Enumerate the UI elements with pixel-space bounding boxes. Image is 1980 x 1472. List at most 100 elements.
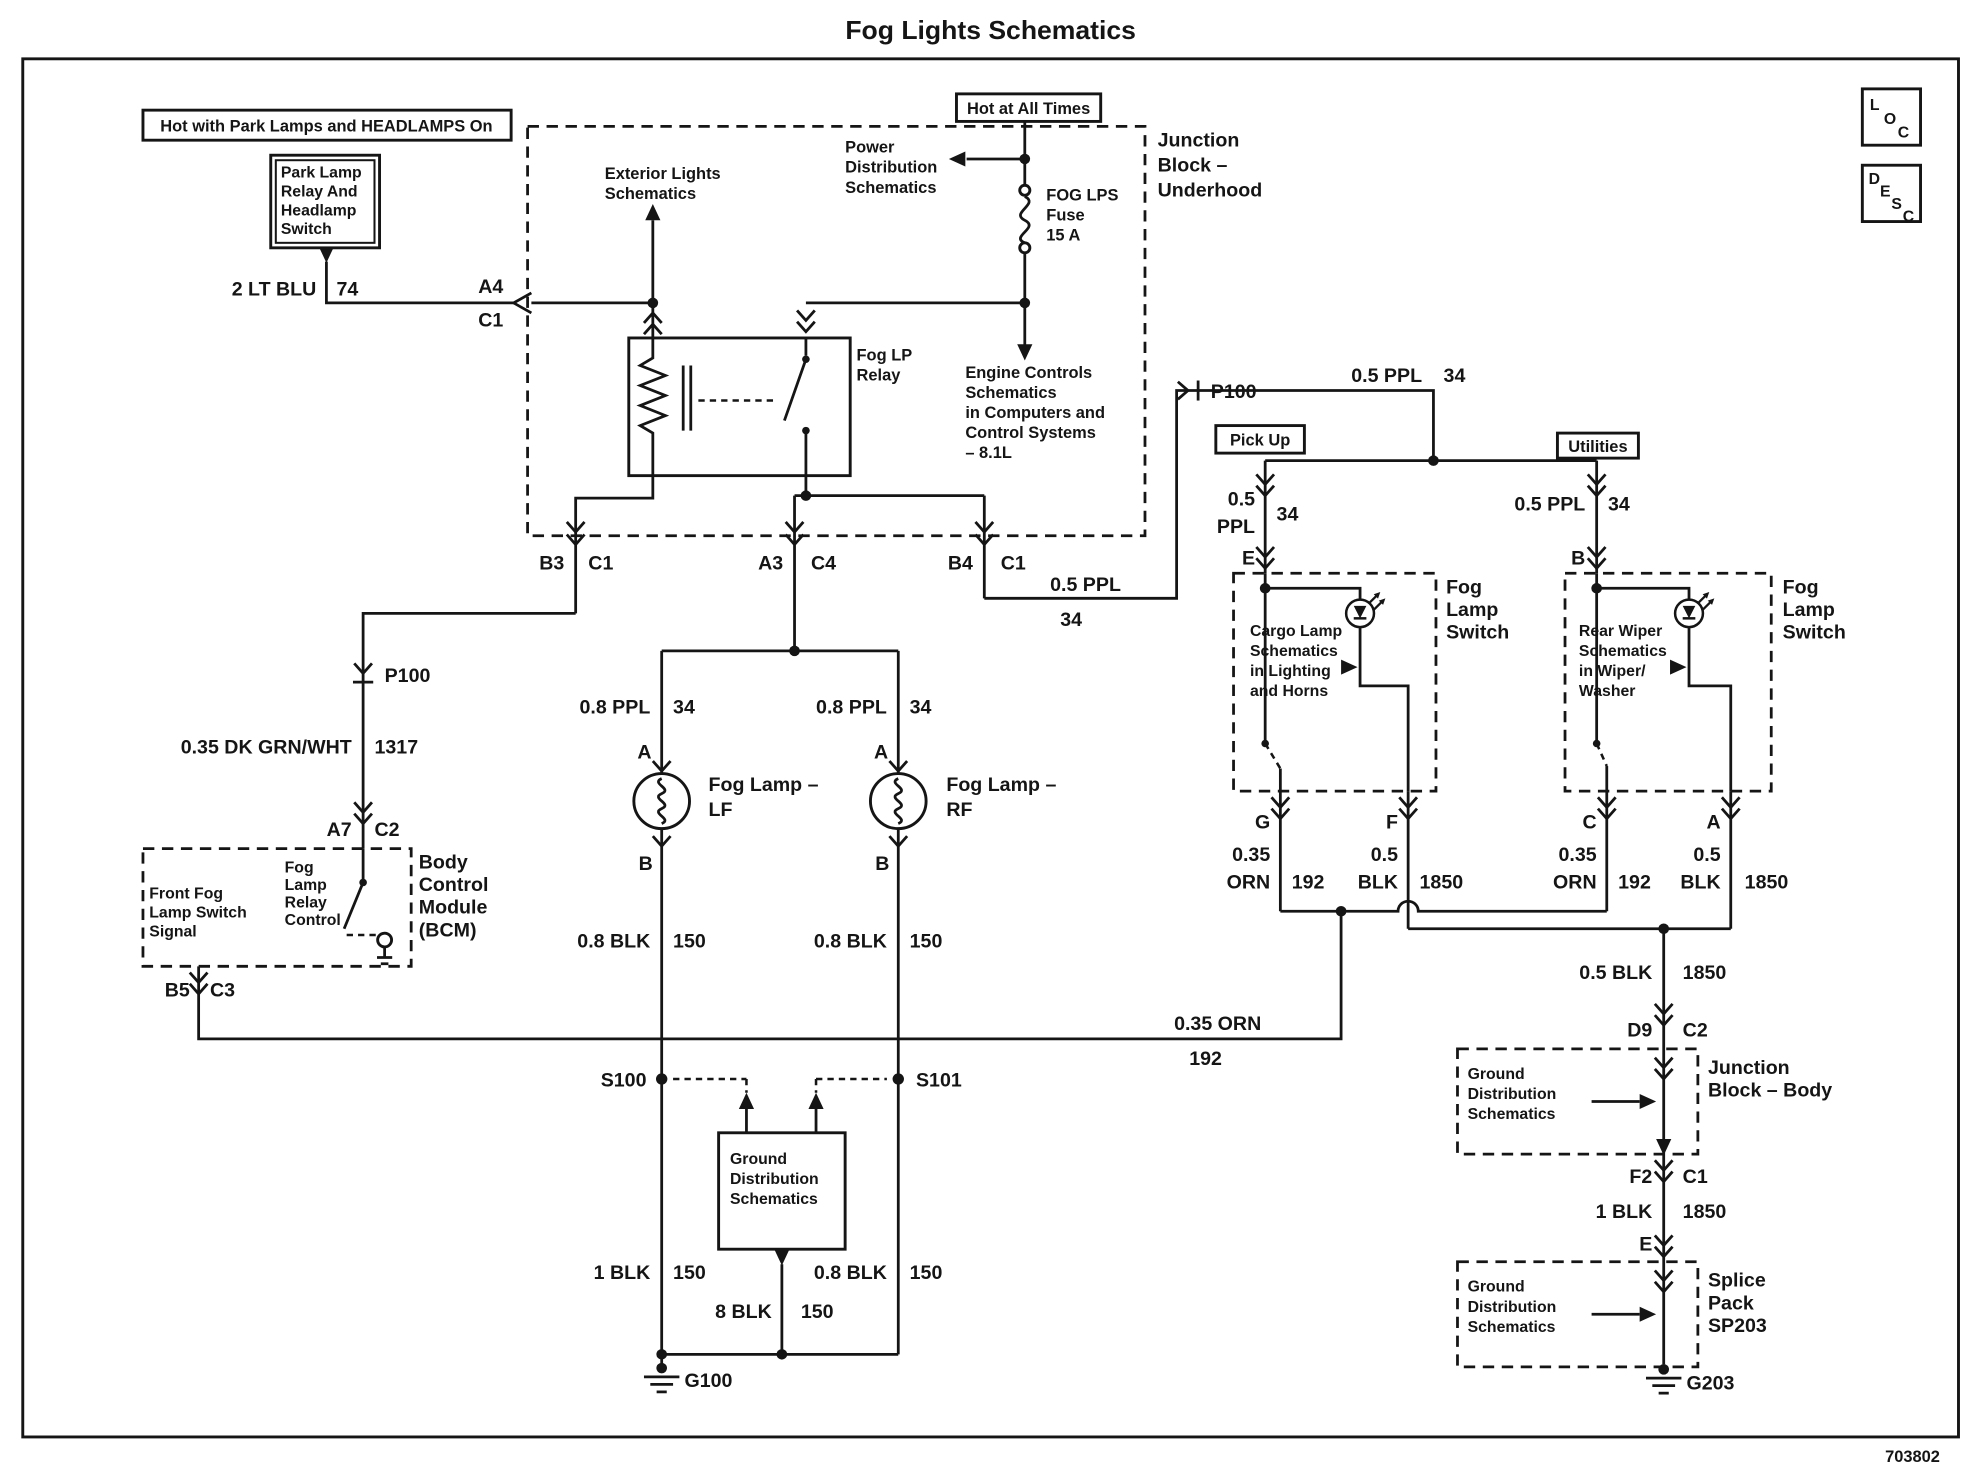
conn-lf-a: A [637, 742, 651, 764]
relay-coil-core-icon [681, 365, 693, 431]
wire-lamp-grounds [660, 828, 900, 1355]
ground-dist-mid-1: Ground [730, 1151, 787, 1168]
wire-blk-d9-ckt: 1850 [1683, 962, 1727, 984]
junction-dot [647, 297, 659, 309]
junction-body-label-1: Junction [1708, 1057, 1790, 1079]
wire-orn-c-label-2: ORN [1553, 872, 1597, 894]
rear-wiper-ref-2: Schematics [1579, 643, 1667, 660]
ground-g100-icon [642, 1361, 681, 1394]
bcm-label-2: Control [419, 874, 489, 896]
wire-ppl-e-label-1: 0.5 [1228, 489, 1255, 511]
right-arrow-icon [1670, 659, 1687, 675]
relay-switch-conn-chevron [795, 309, 817, 322]
wire-orn-long-label: 0.35 ORN [1174, 1013, 1261, 1035]
conn-a3-pin: A3 [758, 553, 783, 575]
conn-a4-cav: C1 [478, 310, 503, 332]
conn-b3-cav: C1 [588, 553, 613, 575]
conn-f2-cav: C1 [1683, 1166, 1708, 1188]
hot-all-banner: Hot at All Times [967, 100, 1090, 118]
switch-utilities-indicator-wire [1596, 586, 1733, 792]
ground-g100-label: G100 [684, 1370, 732, 1392]
connector-a4-chevron [510, 291, 533, 315]
conn-a4-pin: A4 [478, 276, 503, 298]
conn-e-label: E [1242, 548, 1255, 570]
junction-body-dashed-box [1456, 1047, 1700, 1156]
page-frame: Fog Lights Schematics 703802 L O C D E S… [21, 15, 1960, 1466]
exterior-lights-ref-1: Exterior Lights [605, 165, 721, 183]
splice-dashed-links [673, 1077, 887, 1093]
bcm-control-label-2: Lamp [285, 877, 327, 894]
left-arrow-icon [948, 151, 966, 167]
park-relay-label-1: Park Lamp [281, 165, 362, 182]
wire-blk-lf-label: 0.8 BLK [577, 931, 650, 953]
desc-tab-box [1860, 163, 1922, 223]
bcm-control-label-1: Fog [285, 860, 314, 877]
loc-letter-3: C [1898, 125, 1909, 142]
p100-top-label: P100 [1211, 381, 1257, 403]
conn-a7-cav: C2 [374, 819, 399, 841]
ground-chain-right: 0.5 BLK 1850 D9 C2 Ground Distribution S… [1456, 928, 1832, 1395]
wire-blk-f2-ckt: 1850 [1683, 1201, 1727, 1223]
down-arrow-icon [774, 1249, 790, 1266]
wire-ppl-e-label-2: PPL [1217, 516, 1255, 538]
bcm-driver-icon [376, 931, 394, 949]
wire-orn-long [197, 911, 1343, 1041]
desc-letter-3: S [1891, 196, 1902, 213]
lamp-rf-label-2: RF [946, 799, 972, 821]
hot-park-banner-box [141, 108, 513, 142]
rear-wiper-ref-1: Rear Wiper [1579, 623, 1662, 640]
splice-s100-label: S100 [601, 1070, 647, 1092]
right-arrow-icon [1639, 1093, 1657, 1110]
engine-controls-ref-2: Schematics [965, 384, 1056, 402]
wire-ppl-p100-ckt: 34 [1444, 365, 1466, 387]
bcm-signal-label-3: Signal [149, 923, 196, 940]
right-arrow-icon [1639, 1306, 1657, 1322]
wire-orn-long-ckt: 192 [1189, 1048, 1222, 1070]
switch-utilities-dashed-box [1563, 571, 1773, 793]
pickup-banner: Pick Up [1230, 432, 1290, 450]
conn-e-splice-label: E [1639, 1234, 1652, 1256]
wire-ppl-b4-label: 0.5 PPL [1050, 574, 1121, 596]
wire-blk-a-label-2: BLK [1680, 872, 1720, 894]
conn-b5-cav: C3 [210, 979, 235, 1001]
junction-underhood-label-2: Block – [1158, 155, 1228, 177]
cargo-lamp-ref-2: Schematics [1250, 643, 1338, 660]
ground-dist-mid-3: Schematics [730, 1191, 818, 1208]
engine-controls-ref-1: Engine Controls [965, 364, 1092, 382]
relay-switch-blade [783, 358, 808, 422]
hot-park-banner: Hot with Park Lamps and HEADLAMPS On [160, 118, 492, 136]
switch-utilities-blade [1595, 743, 1608, 767]
conn-rf-a: A [874, 742, 888, 764]
loc-tab-box [1860, 87, 1922, 147]
right-arrow-icon [1341, 659, 1358, 675]
wire-orn-g-label-2: ORN [1227, 872, 1271, 894]
bcm-switch-blade [342, 881, 365, 930]
conn-lf-b: B [639, 853, 653, 875]
ground-dist-body-2: Distribution [1468, 1086, 1557, 1103]
wire-blk-f2-label: 1 BLK [1596, 1201, 1653, 1223]
bcm-signal-label-2: Lamp Switch [149, 905, 246, 922]
wire-dk-grn [361, 611, 576, 849]
wire-ppl-p100-label: 0.5 PPL [1351, 365, 1422, 387]
switch-utilities-label-3: Switch [1783, 621, 1846, 643]
wire-blk-8-ckt: 150 [801, 1301, 834, 1323]
junction-dot [656, 1349, 668, 1360]
junction-dot [776, 1349, 788, 1360]
splice-pack-label-3: SP203 [1708, 1315, 1767, 1337]
relay-coil-icon [636, 337, 670, 476]
relay-switch-conn-chevron [795, 320, 817, 334]
conn-d9-pin: D9 [1627, 1019, 1652, 1041]
wire-blk-f-label-2: BLK [1358, 872, 1398, 894]
fuse-terminal-top [1018, 183, 1032, 197]
switch-utilities-label-1: Fog [1783, 576, 1819, 598]
wire-fused-feed [805, 301, 1027, 346]
junction-block-underhood: Hot at All Times Junction Block – Underh… [526, 92, 1262, 538]
conn-rf-b: B [875, 853, 889, 875]
conn-b3-pin: B3 [539, 553, 564, 575]
utilities-banner-box [1555, 431, 1640, 460]
pickup-banner-box [1214, 424, 1306, 455]
splice-s101-label: S101 [916, 1070, 962, 1092]
lamp-lf-label-2: LF [708, 799, 732, 821]
conn-f2-pin: F2 [1629, 1166, 1652, 1188]
splice-pack-label-1: Splice [1708, 1270, 1766, 1292]
